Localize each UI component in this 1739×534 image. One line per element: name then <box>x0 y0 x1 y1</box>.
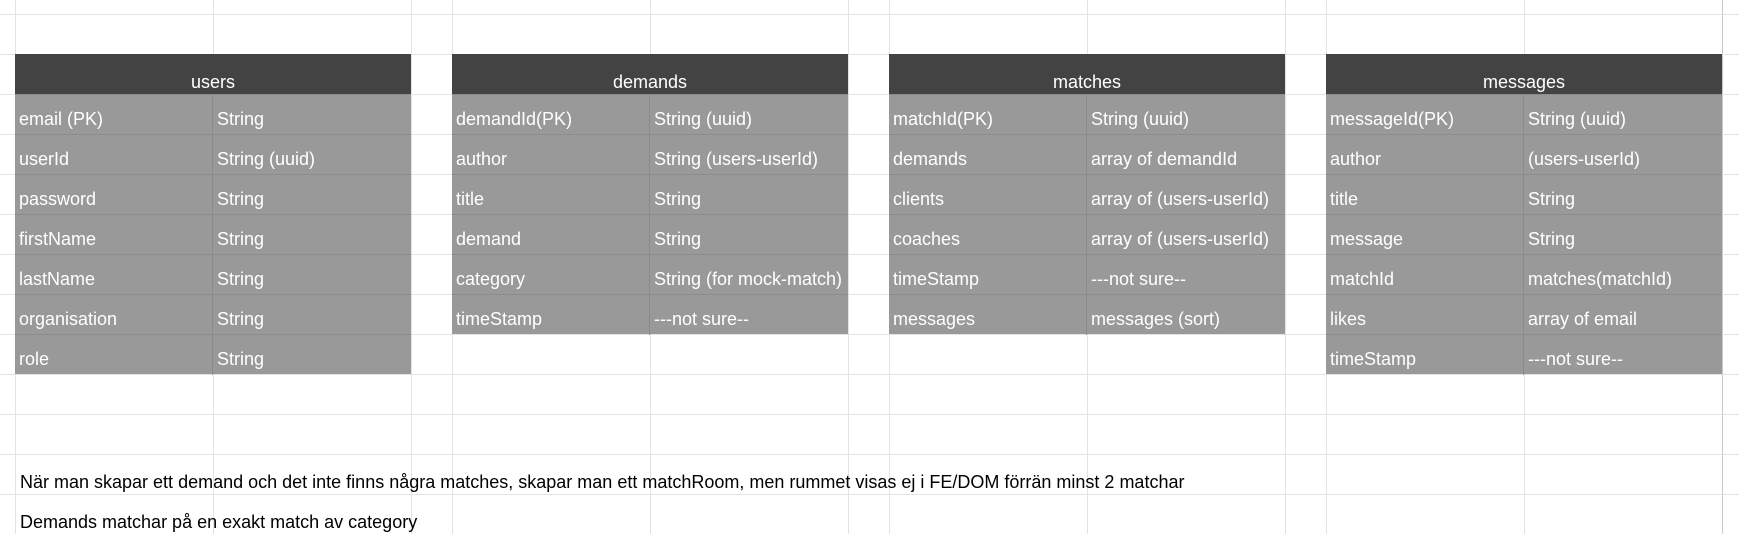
cell-field[interactable]: author <box>1326 135 1524 175</box>
cell-field[interactable]: role <box>15 335 213 375</box>
table-row: timeStamp ---not sure-- <box>1326 334 1722 375</box>
table-row: timeStamp ---not sure-- <box>889 254 1285 295</box>
cell-field[interactable]: messageId(PK) <box>1326 95 1524 135</box>
table-row: coaches array of (users-userId) <box>889 214 1285 255</box>
cell-type[interactable]: String <box>217 229 265 249</box>
table-row: author String (users-userId) <box>452 134 848 175</box>
cell-type[interactable]: String <box>654 189 702 209</box>
cell-field[interactable]: likes <box>1326 295 1524 335</box>
table-users: users email (PK) String userId String (u… <box>15 54 411 375</box>
table-row: password String <box>15 174 411 215</box>
table-messages: messages messageId(PK) String (uuid) aut… <box>1326 54 1722 375</box>
cell-type[interactable]: String <box>1528 229 1576 249</box>
table-row: firstName String <box>15 214 411 255</box>
cell-field[interactable]: author <box>452 135 650 175</box>
table-row: author (users-userId) <box>1326 134 1722 175</box>
note-cell-category[interactable]: Demands matchar på en exakt match av cat… <box>20 512 418 532</box>
cell-type[interactable]: matches(matchId) <box>1528 269 1673 289</box>
cell-type[interactable]: messages (sort) <box>1091 309 1221 329</box>
table-row: demand String <box>452 214 848 255</box>
cell-type[interactable]: String (for mock-match) <box>654 269 843 289</box>
cell-field[interactable]: userId <box>15 135 213 175</box>
cell-field[interactable]: title <box>452 175 650 215</box>
table-row: messages messages (sort) <box>889 294 1285 335</box>
table-row: organisation String <box>15 294 411 335</box>
table-row: email (PK) String <box>15 94 411 135</box>
cell-field[interactable]: coaches <box>889 215 1087 255</box>
cell-field[interactable]: demands <box>889 135 1087 175</box>
cell-type[interactable]: array of (users-userId) <box>1091 189 1270 209</box>
cell-field[interactable]: firstName <box>15 215 213 255</box>
cell-field[interactable]: matchId <box>1326 255 1524 295</box>
cell-type[interactable]: ---not sure-- <box>1528 349 1624 369</box>
cell-type[interactable]: String <box>654 229 702 249</box>
cell-type[interactable]: String <box>217 309 265 329</box>
table-row: matchId matches(matchId) <box>1326 254 1722 295</box>
table-row: matchId(PK) String (uuid) <box>889 94 1285 135</box>
cell-field[interactable]: demandId(PK) <box>452 95 650 135</box>
cell-field[interactable]: organisation <box>15 295 213 335</box>
cell-field[interactable]: messages <box>889 295 1087 335</box>
cell-field[interactable]: timeStamp <box>889 255 1087 295</box>
table-header-demands[interactable]: demands <box>452 54 848 94</box>
table-row: likes array of email <box>1326 294 1722 335</box>
table-header-users[interactable]: users <box>15 54 411 94</box>
cell-type[interactable]: array of (users-userId) <box>1091 229 1270 249</box>
cell-type[interactable]: array of demandId <box>1091 149 1238 169</box>
cell-field[interactable]: clients <box>889 175 1087 215</box>
table-matches: matches matchId(PK) String (uuid) demand… <box>889 54 1285 335</box>
table-row: messageId(PK) String (uuid) <box>1326 94 1722 135</box>
table-row: category String (for mock-match) <box>452 254 848 295</box>
cell-type[interactable]: String (uuid) <box>654 109 753 129</box>
cell-type[interactable]: String <box>217 349 265 369</box>
table-row: demands array of demandId <box>889 134 1285 175</box>
cell-type[interactable]: String <box>217 269 265 289</box>
cell-type[interactable]: ---not sure-- <box>654 309 750 329</box>
table-row: message String <box>1326 214 1722 255</box>
cell-type[interactable]: String (uuid) <box>1091 109 1190 129</box>
cell-field[interactable]: title <box>1326 175 1524 215</box>
cell-field[interactable]: email (PK) <box>15 95 213 135</box>
cell-type[interactable]: String (users-userId) <box>654 149 819 169</box>
cell-field[interactable]: timeStamp <box>1326 335 1524 375</box>
cell-type[interactable]: (users-userId) <box>1528 149 1641 169</box>
table-header-matches[interactable]: matches <box>889 54 1285 94</box>
cell-type[interactable]: String (uuid) <box>1528 109 1627 129</box>
cell-field[interactable]: matchId(PK) <box>889 95 1087 135</box>
cell-type[interactable]: String <box>217 109 265 129</box>
table-row: demandId(PK) String (uuid) <box>452 94 848 135</box>
cell-field[interactable]: timeStamp <box>452 295 650 335</box>
cell-field[interactable]: lastName <box>15 255 213 295</box>
table-row: timeStamp ---not sure-- <box>452 294 848 335</box>
cell-field[interactable]: demand <box>452 215 650 255</box>
table-row: role String <box>15 334 411 375</box>
note-cell-matchroom[interactable]: När man skapar ett demand och det inte f… <box>20 472 1185 492</box>
cell-field[interactable]: message <box>1326 215 1524 255</box>
cell-type[interactable]: array of email <box>1528 309 1638 329</box>
cell-type[interactable]: String <box>1528 189 1576 209</box>
table-row: title String <box>1326 174 1722 215</box>
cell-type[interactable]: ---not sure-- <box>1091 269 1187 289</box>
cell-type[interactable]: String <box>217 189 265 209</box>
table-row: lastName String <box>15 254 411 295</box>
table-row: title String <box>452 174 848 215</box>
cell-field[interactable]: category <box>452 255 650 295</box>
cell-type[interactable]: String (uuid) <box>217 149 316 169</box>
table-header-messages[interactable]: messages <box>1326 54 1722 94</box>
table-row: clients array of (users-userId) <box>889 174 1285 215</box>
table-row: userId String (uuid) <box>15 134 411 175</box>
cell-field[interactable]: password <box>15 175 213 215</box>
table-demands: demands demandId(PK) String (uuid) autho… <box>452 54 848 335</box>
